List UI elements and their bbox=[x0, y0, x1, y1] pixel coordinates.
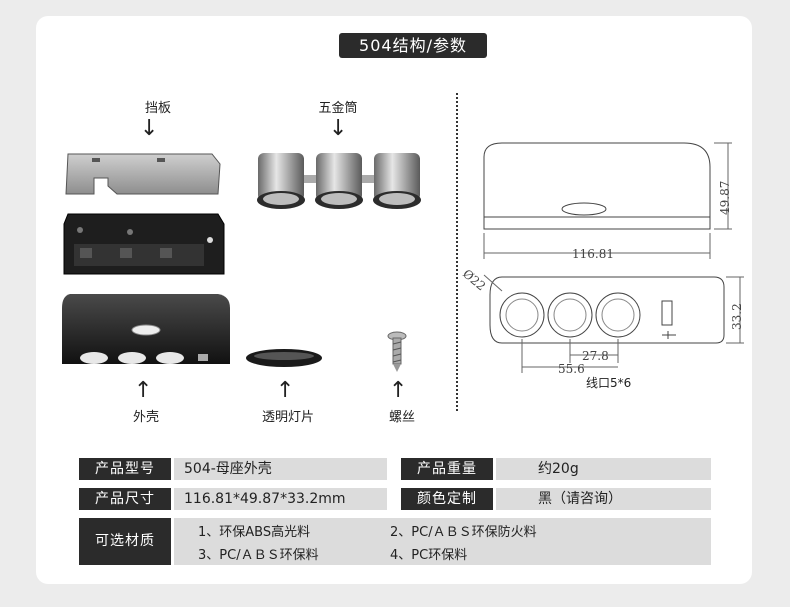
label-screw: 螺丝 bbox=[388, 410, 415, 425]
page-title: 504结构/参数 bbox=[339, 33, 487, 58]
dim-height: 49.87 bbox=[718, 181, 732, 215]
label-lamp: 透明灯片 bbox=[261, 410, 314, 425]
metal-tubes-image bbox=[257, 153, 421, 209]
spec-key-model: 产品型号 bbox=[79, 458, 171, 480]
dim-diameter: Ø22 bbox=[462, 267, 488, 294]
spec-key-color: 颜色定制 bbox=[401, 488, 493, 510]
spec-val-material: 1、环保ABS高光料 2、PC/ＡＢＳ环保防火料 3、PC/ＡＢＳ环保料 4、P… bbox=[174, 518, 711, 565]
arrow-up-icon: ↑ bbox=[276, 378, 295, 403]
material-item: 3、PC/ＡＢＳ环保料 bbox=[198, 548, 319, 563]
label-metal-tube: 五金筒 bbox=[318, 101, 358, 116]
outer-shell-image bbox=[62, 294, 230, 364]
dim-depth: 33.2 bbox=[730, 303, 744, 330]
label-baffle: 挡板 bbox=[144, 101, 171, 116]
spec-val-color: 黑（请咨询） bbox=[496, 488, 711, 510]
screw-image bbox=[387, 331, 407, 372]
label-shell: 外壳 bbox=[132, 410, 159, 425]
usb-note: 线口5*6 bbox=[586, 376, 631, 390]
dim-span: 55.6 bbox=[558, 362, 585, 376]
material-item: 4、PC环保料 bbox=[390, 548, 468, 563]
spec-val-size: 116.81*49.87*33.2mm bbox=[174, 488, 387, 510]
dim-pitch: 27.8 bbox=[582, 349, 609, 363]
material-item: 1、环保ABS高光料 bbox=[198, 525, 311, 540]
spec-val-weight: 约20g bbox=[496, 458, 711, 480]
baffle-plate-image bbox=[65, 153, 221, 195]
spec-key-material: 可选材质 bbox=[79, 518, 171, 565]
lamp-lens-image bbox=[246, 349, 322, 367]
arrow-up-icon: ↑ bbox=[389, 378, 408, 403]
spec-key-weight: 产品重量 bbox=[401, 458, 493, 480]
arrow-down-icon: ↓ bbox=[140, 116, 159, 141]
base-shell-image bbox=[63, 213, 225, 275]
technical-drawing: 116.81 49.87 33.2 Ø22 27.8 55.6 线口5*6 bbox=[462, 142, 744, 390]
dim-width: 116.81 bbox=[572, 247, 614, 261]
arrow-up-icon: ↑ bbox=[134, 378, 153, 403]
spec-val-model: 504-母座外壳 bbox=[174, 458, 387, 480]
dotted-divider bbox=[456, 93, 458, 411]
arrow-down-icon: ↓ bbox=[329, 116, 348, 141]
spec-key-size: 产品尺寸 bbox=[79, 488, 171, 510]
material-item: 2、PC/ＡＢＳ环保防火料 bbox=[390, 525, 537, 540]
